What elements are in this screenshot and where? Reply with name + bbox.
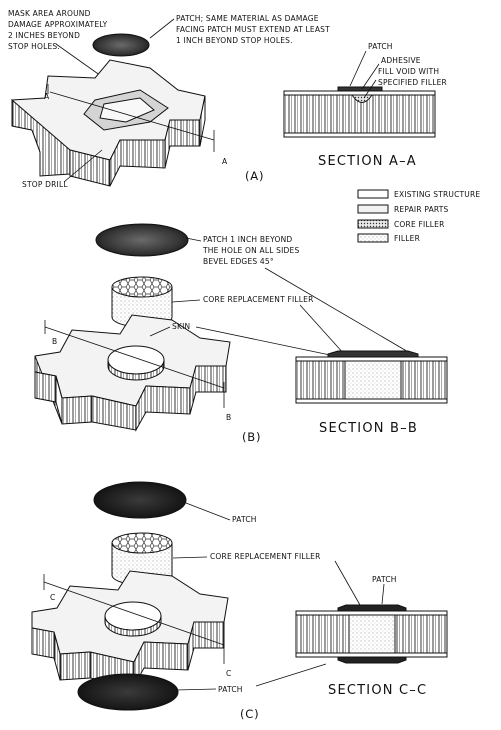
patch-a-label-line-2: FACING PATCH MUST EXTEND AT LEAST	[176, 25, 330, 34]
view-a: MASK AREA AROUND DAMAGE APPROXIMATELY 2 …	[8, 9, 447, 189]
patch-c-section-label: PATCH	[372, 575, 397, 584]
fill-void-label-line-1: FILL VOID WITH	[378, 67, 439, 76]
section-c-title: SECTION C–C	[328, 683, 427, 698]
patch-c-bottom	[77, 673, 179, 711]
mask-label-line-1: MASK AREA AROUND	[8, 9, 91, 18]
patch-b-label-line-3: BEVEL EDGES 45°	[203, 257, 274, 266]
section-a-a	[283, 86, 436, 138]
patch-a	[92, 33, 150, 57]
cut-b-right: B	[226, 413, 231, 422]
core-label-c: CORE REPLACEMENT FILLER	[210, 552, 321, 561]
cut-b-left: B	[52, 337, 57, 346]
legend: EXISTING STRUCTURE REPAIR PARTS CORE FIL…	[357, 189, 480, 243]
patch-b	[95, 223, 189, 257]
skin-label-b: SKIN	[172, 322, 190, 331]
legend-core-filler: CORE FILLER	[394, 220, 445, 229]
section-a-patch-label: PATCH	[368, 42, 393, 51]
core-filler-b	[111, 276, 173, 328]
section-b-b	[295, 350, 448, 404]
patch-b-label: PATCH 1 INCH BEYOND THE HOLE ON ALL SIDE…	[202, 235, 299, 266]
fill-void-label-line-2: SPECIFIED FILLER	[378, 78, 447, 87]
section-c-c	[295, 604, 448, 664]
panel-c	[31, 570, 229, 688]
patch-a-label-line-3: 1 INCH BEYOND STOP HOLES.	[176, 36, 293, 45]
patch-c-top-label: PATCH	[232, 515, 257, 524]
legend-swatch-repair-parts	[357, 204, 389, 214]
mask-label: MASK AREA AROUND DAMAGE APPROXIMATELY 2 …	[8, 9, 108, 51]
cut-a-left: A	[44, 92, 50, 101]
patch-b-label-line-2: THE HOLE ON ALL SIDES	[202, 246, 299, 255]
mask-label-line-3: 2 INCHES BEYOND	[8, 31, 80, 40]
legend-existing-structure: EXISTING STRUCTURE	[394, 190, 480, 199]
mask-label-line-4: STOP HOLES.	[8, 42, 60, 51]
legend-swatch-core-filler	[357, 219, 389, 229]
legend-swatch-filler	[357, 233, 389, 243]
section-a-adhesive-label: ADHESIVE	[381, 56, 421, 65]
legend-filler: FILLER	[394, 234, 420, 243]
patch-b-label-line-1: PATCH 1 INCH BEYOND	[203, 235, 292, 244]
section-a-title: SECTION A–A	[318, 154, 417, 169]
legend-swatch-existing-structure	[357, 189, 389, 199]
legend-repair-parts: REPAIR PARTS	[394, 205, 449, 214]
caption-b: (B)	[242, 430, 261, 444]
view-b: PATCH 1 INCH BEYOND THE HOLE ON ALL SIDE…	[34, 223, 448, 444]
core-label-b: CORE REPLACEMENT FILLER	[203, 295, 314, 304]
panel-b	[34, 314, 231, 432]
patch-c-top	[93, 481, 187, 519]
caption-c: (C)	[240, 707, 259, 721]
patch-c-bottom-label: PATCH	[218, 685, 243, 694]
cut-c-right: C	[226, 669, 231, 678]
patch-a-label: PATCH; SAME MATERIAL AS DAMAGE FACING PA…	[176, 14, 330, 45]
section-b-title: SECTION B–B	[319, 421, 418, 436]
caption-a: (A)	[245, 169, 264, 183]
patch-a-label-line-1: PATCH; SAME MATERIAL AS DAMAGE	[176, 14, 319, 23]
stop-drill-label: STOP DRILL	[22, 180, 68, 189]
mask-label-line-2: DAMAGE APPROXIMATELY	[8, 20, 108, 29]
cut-a-right: A	[222, 157, 228, 166]
cut-c-left: C	[50, 593, 55, 602]
panel-a	[11, 59, 206, 187]
view-c: PATCH CORE REPLACEMENT FILLER C C PATCH	[31, 481, 448, 721]
